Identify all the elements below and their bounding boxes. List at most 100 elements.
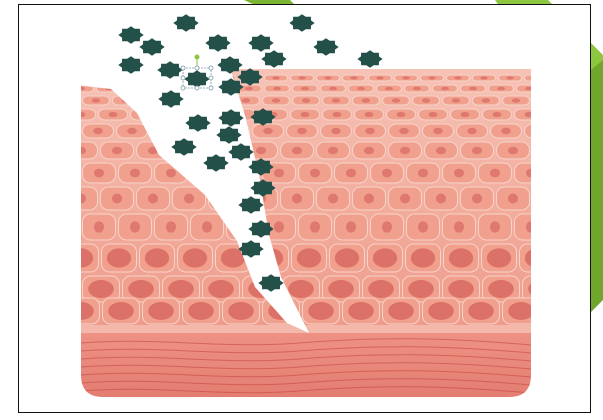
cell-nucleus	[357, 87, 365, 91]
bacteria-icon	[218, 78, 243, 96]
bacteria-icon	[158, 90, 183, 108]
bacteria-icon	[357, 50, 382, 68]
cell-nucleus	[256, 147, 266, 155]
epidermal-cell	[43, 276, 80, 302]
cell-nucleus	[532, 76, 539, 79]
cell-nucleus	[526, 169, 536, 178]
cell-nucleus	[418, 169, 428, 178]
cell-nucleus	[77, 112, 86, 117]
cell-nucleus	[490, 221, 500, 232]
cell-nucleus	[331, 128, 341, 134]
cell-nucleus	[48, 280, 74, 298]
cell-nucleus	[428, 76, 435, 79]
cell-nucleus	[350, 76, 357, 79]
cell-nucleus	[59, 128, 69, 134]
cell-nucleus	[58, 169, 68, 178]
cell-nucleus	[297, 128, 307, 134]
cell-nucleus	[418, 221, 428, 232]
cell-nucleus	[472, 194, 482, 204]
cell-nucleus	[528, 280, 554, 298]
cell-nucleus	[272, 76, 279, 79]
cell-nucleus	[109, 112, 118, 117]
bacteria-icon	[218, 109, 243, 127]
cell-nucleus	[385, 87, 393, 91]
cell-nucleus	[449, 248, 473, 267]
bacteria-icon	[118, 26, 143, 44]
cell-nucleus	[525, 87, 533, 91]
cell-nucleus	[362, 98, 370, 102]
cell-nucleus	[92, 98, 100, 102]
cell-nucleus	[329, 87, 337, 91]
cell-nucleus	[302, 98, 310, 102]
bacteria-icon	[157, 61, 182, 79]
cell-nucleus	[422, 98, 430, 102]
cell-nucleus	[308, 302, 334, 320]
cell-nucleus	[441, 87, 449, 91]
cell-nucleus	[108, 302, 134, 320]
cell-nucleus	[183, 248, 207, 267]
cell-nucleus	[64, 76, 71, 79]
cell-nucleus	[399, 128, 409, 134]
cell-nucleus	[452, 98, 460, 102]
cell-nucleus	[145, 248, 169, 267]
cell-nucleus	[69, 248, 93, 267]
cell-nucleus	[525, 248, 549, 267]
cell-nucleus	[130, 221, 140, 232]
accent-stripe-right	[591, 60, 603, 312]
cell-nucleus	[467, 128, 477, 134]
cell-nucleus	[525, 112, 534, 117]
cell-nucleus	[365, 128, 375, 134]
bacteria-icon	[217, 56, 242, 74]
bacteria-icon	[248, 34, 273, 52]
cell-nucleus	[364, 147, 374, 155]
cell-nucleus	[488, 280, 514, 298]
cell-nucleus	[93, 128, 103, 134]
bacteria-icon	[139, 38, 164, 56]
cell-nucleus	[166, 221, 176, 232]
bacteria-icon	[216, 126, 241, 144]
skin-wound-illustration	[19, 5, 591, 413]
cell-nucleus	[332, 98, 340, 102]
cell-nucleus	[245, 87, 253, 91]
cell-nucleus	[324, 76, 331, 79]
cell-nucleus	[436, 147, 446, 155]
bacteria-icon	[185, 114, 210, 132]
cell-nucleus	[208, 280, 234, 298]
cell-nucleus	[482, 98, 490, 102]
epidermal-cell	[525, 75, 548, 81]
epidermal-cell	[520, 244, 555, 272]
cell-nucleus	[166, 169, 176, 178]
picture-frame[interactable]	[18, 4, 591, 413]
cell-nucleus	[62, 98, 70, 102]
bacteria-icon	[205, 34, 230, 52]
cell-nucleus	[88, 280, 114, 298]
cell-nucleus	[368, 280, 394, 298]
cell-nucleus	[364, 194, 374, 204]
cell-nucleus	[333, 112, 342, 117]
cell-nucleus	[388, 302, 414, 320]
cell-nucleus	[448, 280, 474, 298]
cell-nucleus	[242, 98, 250, 102]
cell-nucleus	[272, 98, 280, 102]
epidermal-cell	[49, 124, 80, 138]
cell-nucleus	[76, 147, 86, 155]
cell-nucleus	[376, 76, 383, 79]
cell-nucleus	[469, 87, 477, 91]
skin-tissue	[43, 65, 560, 397]
cell-nucleus	[490, 169, 500, 178]
cell-nucleus	[273, 87, 281, 91]
cell-nucleus	[310, 169, 320, 178]
cell-nucleus	[346, 169, 356, 178]
cell-nucleus	[508, 302, 534, 320]
cell-nucleus	[68, 302, 94, 320]
cell-nucleus	[382, 221, 392, 232]
cell-nucleus	[77, 87, 85, 91]
cell-nucleus	[493, 112, 502, 117]
cell-nucleus	[94, 169, 104, 178]
cell-nucleus	[512, 98, 520, 102]
cell-nucleus	[168, 280, 194, 298]
cell-nucleus	[468, 302, 494, 320]
cell-nucleus	[112, 194, 122, 204]
cell-nucleus	[148, 302, 174, 320]
cell-nucleus	[107, 248, 131, 267]
